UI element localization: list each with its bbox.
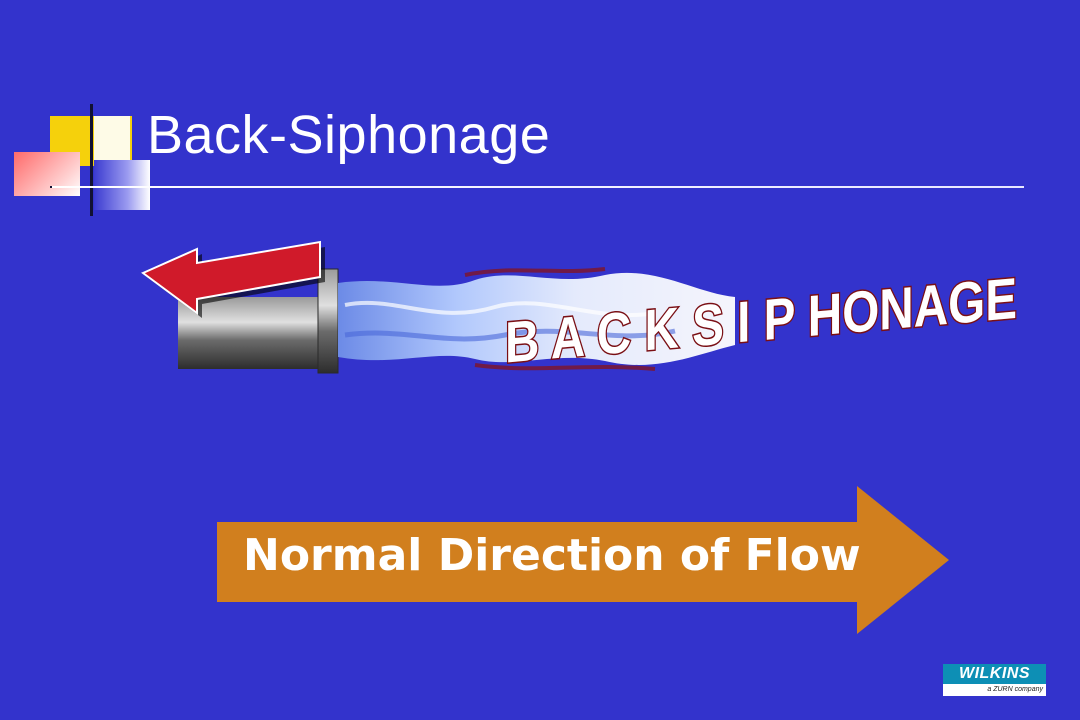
flow-direction-arrow (217, 486, 949, 634)
blue-square (94, 160, 150, 210)
back-arrow-icon (141, 240, 325, 318)
pink-square (14, 152, 80, 196)
backsiphonage-illustration: B A C K S I P HONAGE (141, 240, 1018, 377)
flow-direction-label: Normal Direction of Flow (243, 530, 861, 581)
decoration-vertical-line (90, 104, 93, 216)
pipe-icon (178, 268, 339, 374)
white-square (94, 116, 130, 166)
corner-decoration (14, 104, 154, 216)
logo-tagline: a ZURN company (987, 686, 1043, 693)
slide-title: Back-Siphonage (147, 105, 551, 165)
water-stream (338, 267, 735, 371)
wilkins-logo: WILKINS a ZURN company (943, 664, 1046, 696)
title-underline (52, 186, 1024, 188)
logo-name: WILKINS (943, 664, 1046, 684)
